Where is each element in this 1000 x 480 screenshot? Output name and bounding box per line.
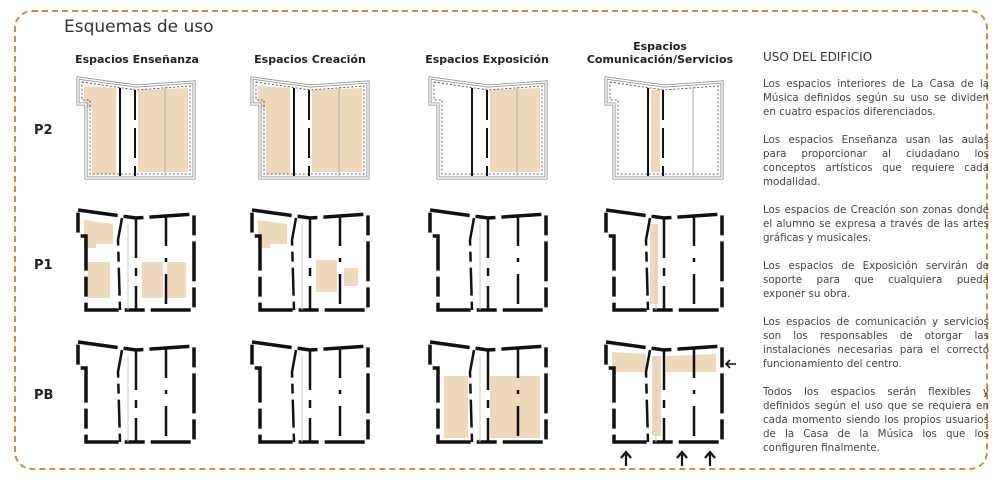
wall-outline (428, 207, 548, 312)
roof-outline-inner (77, 77, 195, 179)
page-title: Esquemas de uso (64, 17, 214, 37)
wall-outline (604, 339, 724, 444)
zone-p2-right (138, 88, 188, 172)
zone-p1-mid-small (316, 260, 337, 292)
zone-p1-nw (258, 220, 287, 248)
plan-pb-2 (428, 339, 548, 444)
zone-p1-corridor (650, 224, 658, 304)
paragraph: Los espacios de Exposición servirán de s… (763, 260, 989, 300)
zone-p2-right (490, 88, 540, 172)
plan-p2-3 (604, 76, 724, 180)
side-entrance-arrow-icon (724, 359, 736, 369)
plan-p1-3 (604, 207, 724, 312)
sidebar-text: USO DEL EDIFICIO Los espacios interiores… (763, 50, 989, 469)
roof-outline-inner (251, 77, 369, 179)
wall (644, 217, 652, 311)
row-label-p1: P1 (34, 258, 53, 273)
plan-p2-2 (428, 76, 548, 180)
zone-p2-corridor (651, 90, 660, 172)
dashed-frame (14, 10, 988, 470)
column-header-creacion: Espacios Creación (254, 53, 366, 66)
entrance-arrow-icon (704, 450, 716, 466)
wall (468, 349, 476, 443)
roof-dashed-line (81, 81, 191, 175)
wall (468, 217, 476, 311)
zone-pb-ne (666, 354, 716, 372)
plan-p2-0 (76, 76, 196, 180)
wall-outline (76, 207, 196, 312)
paragraph: Todos los espacios serán flexibles y def… (763, 386, 989, 454)
zone-p1-east (167, 262, 186, 298)
sidebar-heading: USO DEL EDIFICIO (763, 50, 873, 64)
paragraph: Los espacios Enseñanza usan las aulas pa… (763, 134, 989, 188)
roof-dashed-line (255, 81, 365, 175)
wall (644, 349, 652, 443)
paragraph: Los espacios de Creación son zonas donde… (763, 204, 989, 244)
roof-outline-inner (429, 77, 547, 179)
column-header-comunicacion: Espacios Comunicación/Servicios (575, 40, 745, 66)
entrance-arrow-icon (620, 450, 632, 466)
column-header-exposicion: Espacios Exposición (425, 53, 549, 66)
plan-p2-1 (250, 76, 370, 180)
roof-outline-inner (605, 77, 723, 179)
column-header-text: Espacios Comunicación/Servicios (586, 40, 734, 66)
wall (290, 217, 298, 311)
plan-p1-1 (250, 207, 370, 312)
plan-pb-1 (250, 339, 370, 444)
wall-outline (428, 339, 548, 444)
entrance-arrow-icon (676, 450, 688, 466)
zone-p2-left (258, 86, 290, 174)
roof-dashed-line (609, 81, 719, 175)
roof-dashed-line (433, 81, 543, 175)
wall-outline (76, 339, 196, 444)
row-label-pb: PB (34, 388, 54, 403)
wall-outline (250, 207, 370, 312)
zone-p2-left (84, 86, 116, 174)
plan-pb-3 (604, 339, 736, 466)
zone-pb-west (444, 376, 468, 438)
paragraph: Los espacios de comunicación y servicios… (763, 316, 989, 370)
row-label-p2: P2 (34, 123, 53, 138)
wall (116, 349, 124, 443)
wall-outline (250, 339, 370, 444)
wall (290, 349, 298, 443)
column-header-ensenanza: Espacios Enseñanza (75, 53, 199, 66)
plan-pb-0 (76, 339, 196, 444)
zone-p2-right (312, 88, 362, 172)
plan-p1-0 (76, 207, 196, 312)
zone-p1-sw (88, 262, 110, 298)
wall (116, 217, 124, 311)
paragraph: Los espacios interiores de La Casa de la… (763, 78, 989, 118)
zone-p1-mid (142, 262, 163, 298)
zone-p1-east-small (344, 268, 358, 286)
wall-outline (604, 207, 724, 312)
plan-p1-2 (428, 207, 548, 312)
zone-pb-east (490, 376, 540, 438)
zone-pb-nw (612, 352, 646, 372)
zone-p1-nw (84, 220, 113, 248)
